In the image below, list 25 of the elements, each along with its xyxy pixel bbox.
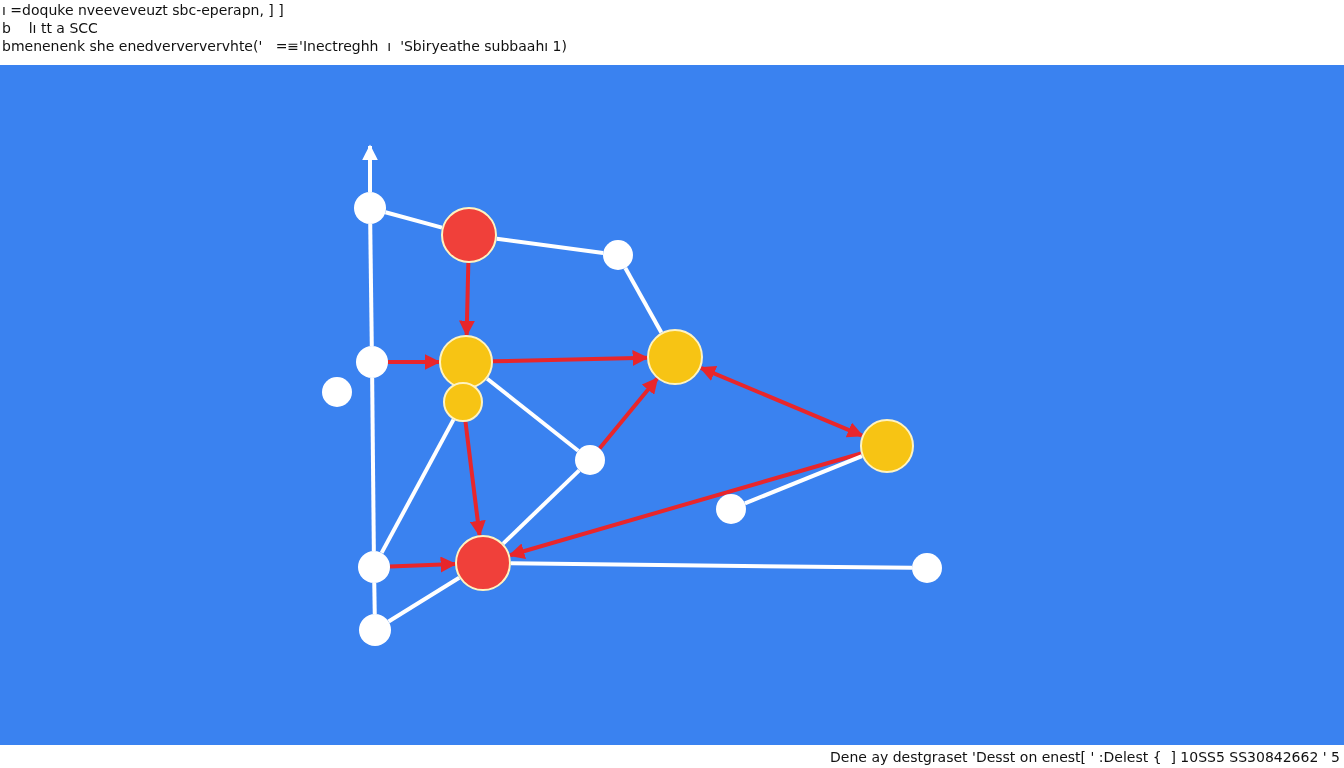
connector-line (384, 210, 443, 230)
header-text: bmenenenk she enedverververvhte(' =≡'Inectreghh ı 'Sbiryeathe subbaahı 1) (1, 37, 567, 55)
connector-line (379, 418, 456, 554)
connector-line (370, 377, 376, 552)
arrow (699, 366, 864, 438)
connector-line (387, 576, 461, 624)
arrow (598, 377, 659, 450)
connector-line (368, 223, 374, 347)
connector-line (623, 267, 664, 334)
header-text: b lı tt a SCC (1, 19, 98, 37)
arrow (362, 144, 378, 192)
arrow (463, 421, 486, 537)
connector-line (511, 561, 913, 570)
connector-line (501, 468, 581, 546)
connector-line (496, 236, 604, 255)
header-text: ı =doquke nveeveveuzt sbc-eperapn, ] ] (1, 1, 284, 19)
connector-line (744, 454, 863, 506)
arrow (388, 354, 441, 370)
connector-line (372, 582, 377, 615)
connector-line (485, 377, 580, 453)
arrow (389, 556, 457, 573)
arrow (459, 262, 475, 337)
footer-text: Dene ay destgraset 'Desst on enest[ ' :Delest { ] 10SS5 SS30842662 ' 5 (830, 748, 1340, 767)
arrow (508, 451, 862, 559)
arrow (492, 350, 649, 366)
